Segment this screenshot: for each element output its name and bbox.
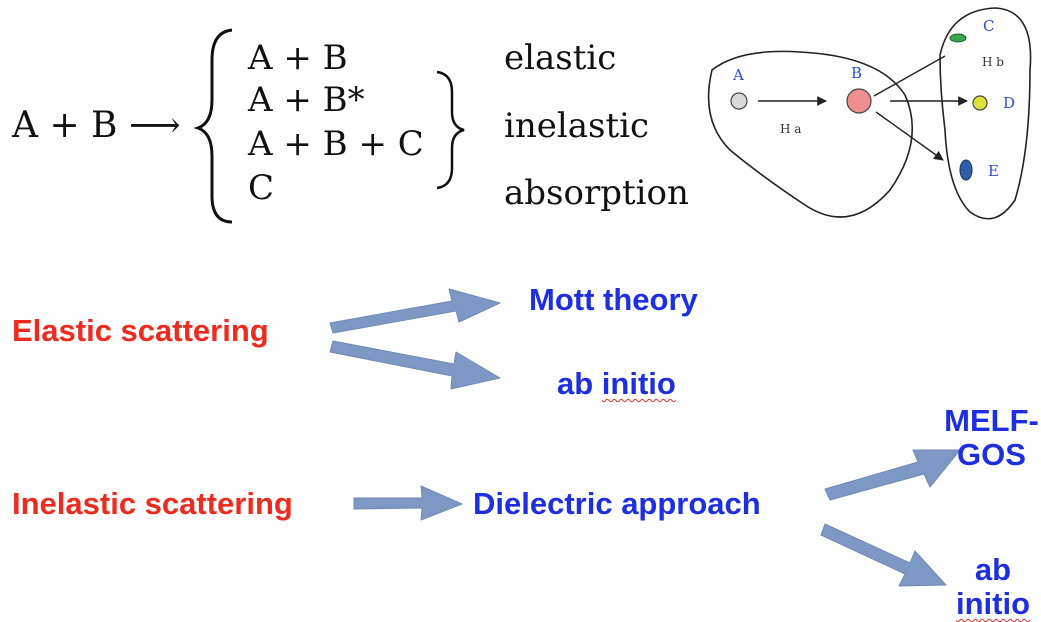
node-d-label: D	[1003, 94, 1015, 112]
outcome-label-inelastic: inelastic	[504, 106, 650, 146]
arrow-dielectric-to-melfgos	[824, 449, 961, 501]
arrow-dielectric-to-abinitio	[820, 523, 947, 587]
node-a-label: A	[732, 66, 744, 84]
ab-initio-line1: ab	[974, 552, 1012, 587]
region-hb-outline	[939, 7, 1032, 220]
region-hb-label: H b	[982, 55, 1004, 69]
node-e-label: E	[988, 162, 999, 180]
outcome-product-1: A + B	[248, 38, 348, 78]
outcome-label-elastic: elastic	[504, 38, 617, 78]
outcome-label-absorption: absorption	[504, 173, 689, 213]
right-brace	[436, 70, 465, 190]
region-ha-outline	[707, 50, 914, 218]
outcome-product-4: C	[248, 168, 275, 208]
melf-gos-line1: MELF-	[944, 403, 1039, 438]
outcome-product-2: A + B*	[248, 80, 365, 120]
equation-lhs: A + B ⟶	[12, 105, 181, 146]
elastic-scattering-label: Elastic scattering	[12, 313, 269, 348]
node-b-dot	[846, 88, 872, 114]
ab-initio-label-inelastic: ab initio	[945, 553, 1041, 621]
arrow-elastic-to-abinitio	[329, 340, 501, 390]
node-e-dot	[959, 159, 973, 181]
melf-gos-line2: GOS	[957, 437, 1026, 472]
arrow-inelastic-to-dielectric	[353, 485, 463, 521]
ab-initio-label-elastic: ab initio	[557, 366, 676, 402]
node-a-dot	[730, 92, 748, 110]
node-d-dot	[972, 95, 988, 111]
region-ha-label: H a	[780, 122, 801, 136]
arrow-elastic-to-mott	[329, 288, 501, 334]
ab-initio-text: ab initio	[557, 366, 676, 401]
melf-gos-label: MELF- GOS	[942, 404, 1041, 472]
node-c-label: C	[983, 17, 994, 35]
outcome-product-3: A + B + C	[248, 124, 424, 164]
mott-theory-label: Mott theory	[529, 282, 698, 317]
inelastic-scattering-label: Inelastic scattering	[12, 486, 293, 521]
node-b-label: B	[851, 64, 862, 82]
dielectric-approach-label: Dielectric approach	[473, 486, 761, 521]
ab-initio-line2: initio	[955, 586, 1031, 621]
node-c-dot	[949, 33, 967, 43]
